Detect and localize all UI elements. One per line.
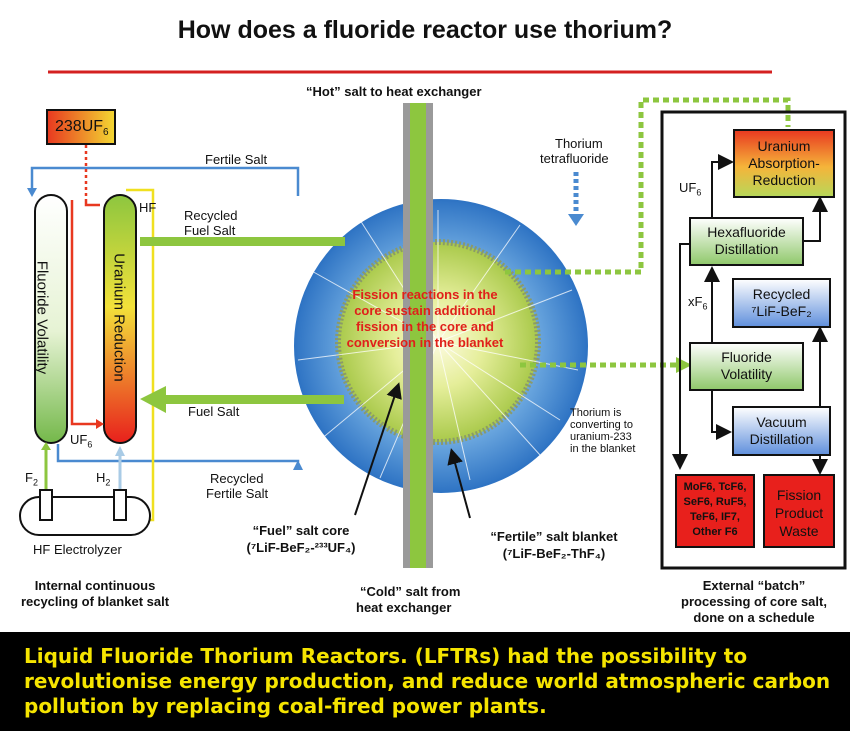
fission-waste-box (763, 474, 835, 548)
thorium-conv-3: uranium-233 (570, 431, 632, 443)
uf6-right-label: UF6 (679, 180, 702, 198)
external-label-3: done on a schedule (693, 610, 815, 625)
fission-text-2: core sustain additional (354, 303, 496, 318)
reactor-diagram (19, 70, 847, 570)
u238-label: 238UF6 (55, 118, 109, 139)
thorium-conv-4: in the blanket (570, 443, 636, 455)
internal-label-1: Internal continuous (34, 578, 156, 593)
uranium-reduction-column (103, 194, 137, 444)
f2-label: F2 (25, 470, 38, 488)
hexafluoride-text: Hexafluoride Distillation (707, 224, 786, 257)
xf6-label: xF6 (688, 294, 708, 312)
fluoride-volatility-column-label: Fluoride Volatility (33, 260, 51, 375)
u238-box (46, 109, 116, 145)
fluoride-volatility-box-text: Fluoride Volatility (720, 349, 773, 382)
thorium-tetra-label-2: tetrafluoride (540, 151, 609, 166)
fuel-core-label-1: “Fuel” salt core (252, 523, 350, 538)
fertile-salt-line (30, 166, 300, 196)
main-pipe-inner (410, 103, 426, 568)
recycled-fertile-line (56, 444, 300, 463)
fuel-core-label-2: (⁷LiF-BeF₂-²³³UF₄) (246, 540, 356, 555)
uranium-absorption-text: Uranium Absorption- Reduction (748, 138, 820, 188)
caption-bar (0, 632, 850, 731)
fertile-blanket-label-1: “Fertile” salt blanket (490, 529, 618, 544)
recycled-lif-box (732, 278, 831, 328)
internal-label-2: recycling of blanket salt (20, 594, 170, 609)
mof6-box (675, 474, 755, 548)
recycled-fuel-salt-label-1: Recycled (184, 208, 238, 223)
uf6-left-label: UF6 (70, 432, 93, 450)
thorium-tetra-label-1: Thorium (555, 136, 603, 151)
fission-text-4: conversion in the blanket (346, 335, 504, 350)
thorium-conv-1: Thorium is (570, 407, 622, 419)
hf-label: HF (139, 200, 157, 215)
cold-salt-label-1: “Cold” salt from (360, 584, 461, 599)
mof6-text: MoF6, TcF6, SeF6, RuF5, TeF6, IF7, Other… (683, 481, 747, 538)
vacuum-distillation-text: Vacuum Distillation (749, 414, 814, 447)
fuel-salt-arrow (162, 395, 344, 404)
external-label-2: processing of core salt, (681, 594, 827, 609)
fertile-salt-label: Fertile Salt (205, 152, 268, 167)
fluoride-volatility-box (689, 342, 804, 391)
recycled-fuel-salt-arrow (140, 237, 345, 246)
core-salt-out-line (505, 97, 791, 275)
recycled-fertile-label-2: Fertile Salt (206, 486, 269, 501)
uranium-absorption-box (733, 129, 835, 198)
recycled-fuel-salt-label-2: Fuel Salt (184, 223, 236, 238)
h2-label: H2 (96, 470, 111, 488)
recycled-fertile-label-1: Recycled (210, 471, 264, 486)
fluoride-volatility-column (34, 194, 68, 444)
cold-salt-label-2: heat exchanger (356, 600, 452, 615)
external-label-1: External “batch” (702, 578, 806, 593)
fuel-salt-label: Fuel Salt (188, 404, 240, 419)
hf-electrolyzer-label: HF Electrolyzer (33, 542, 122, 557)
hot-salt-label: “Hot” salt to heat exchanger (306, 84, 482, 99)
fission-waste-text: Fission Product Waste (774, 487, 824, 539)
fertile-blanket-label-2: (⁷LiF-BeF₂-ThF₄) (502, 546, 606, 561)
recycled-lif-text: Recycled ⁷LiF-BeF₂ (751, 286, 812, 319)
uranium-reduction-column-label: Uranium Reduction (110, 253, 128, 382)
vacuum-distillation-box (732, 406, 831, 456)
fission-text-1: Fission reactions in the (352, 287, 498, 302)
thorium-conv-2: converting to (570, 419, 633, 431)
page-title: How does a fluoride reactor use thorium? (177, 16, 673, 44)
external-frame (660, 110, 847, 570)
fission-text-3: fission in the core and (356, 319, 494, 334)
caption-text: Liquid Fluoride Thorium Reactors. (LFTRs… (24, 644, 831, 718)
